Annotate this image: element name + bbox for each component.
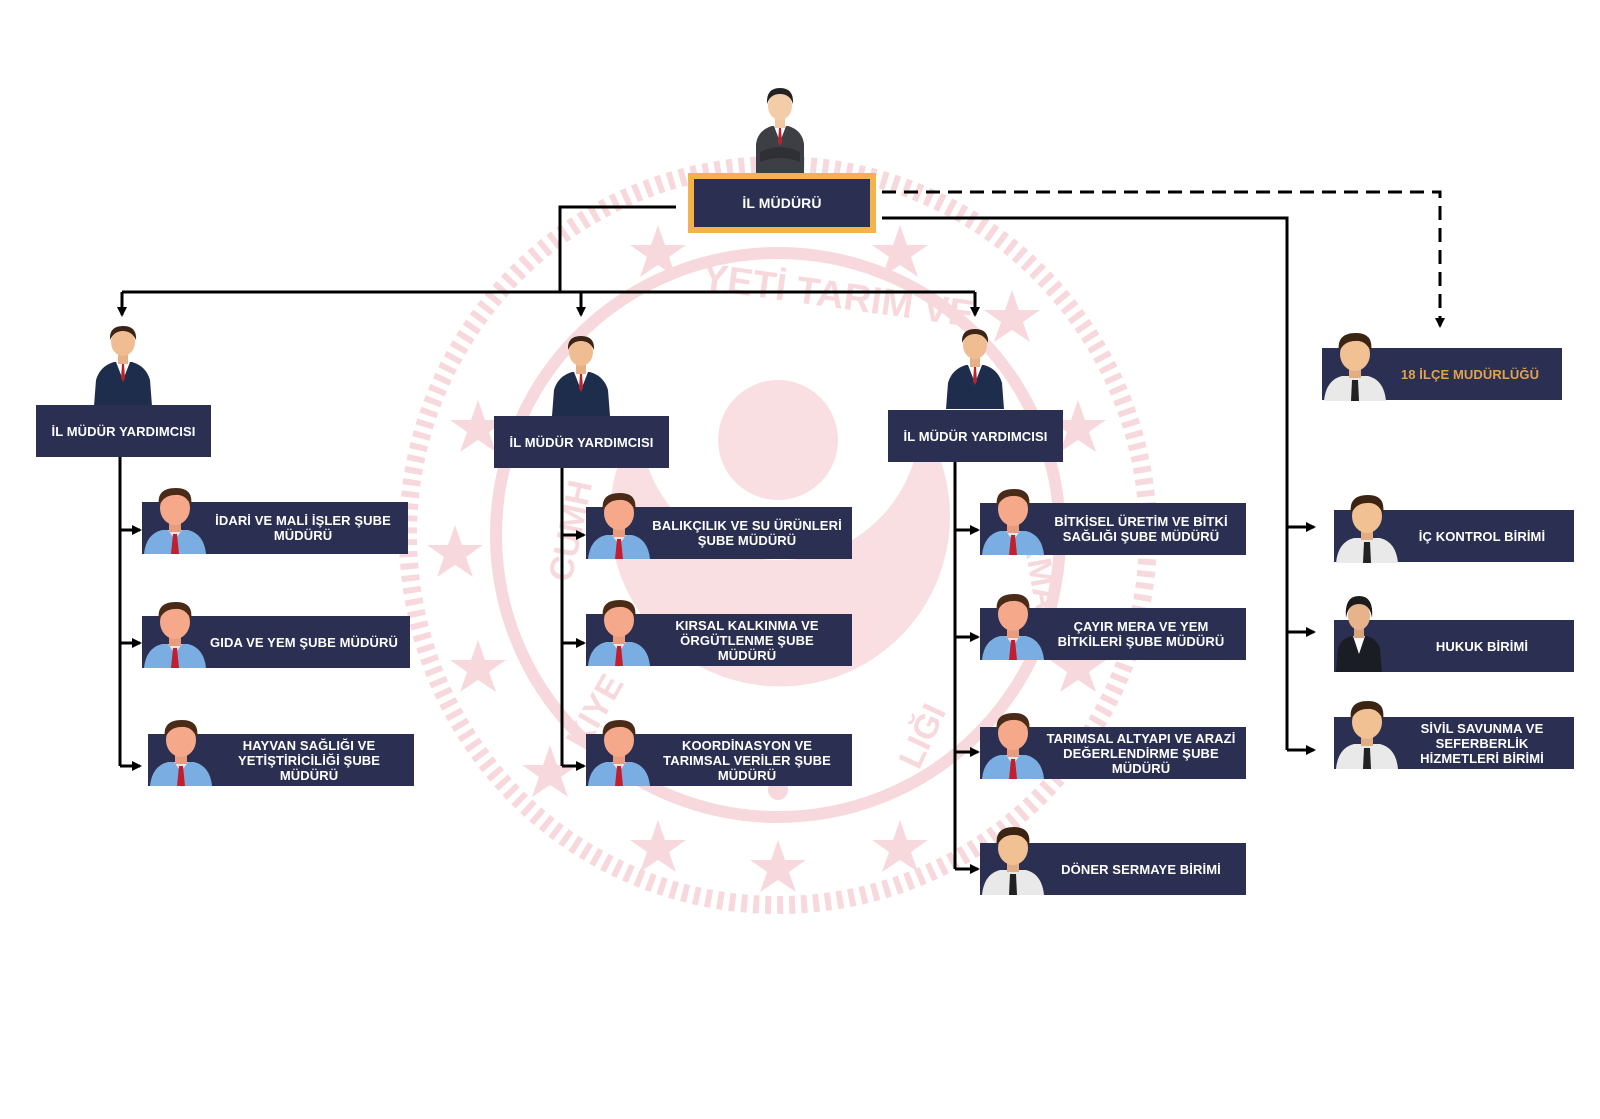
staff-white-shirt-icon xyxy=(1336,495,1398,563)
unit-label: BALIKÇILIK VE SU ÜRÜNLERİ ŞUBE MÜDÜRÜ xyxy=(652,518,842,548)
deputy-box-3: İL MÜDÜR YARDIMCISI xyxy=(888,410,1063,462)
unit-box: TARIMSAL ALTYAPI VE ARAZİ DEĞERLENDİRME … xyxy=(980,727,1246,779)
unit-label: KOORDİNASYON VE TARIMSAL VERİLER ŞUBE MÜ… xyxy=(663,737,831,783)
staff-blue-shirt-icon xyxy=(144,488,206,554)
unit-label: ÇAYIR MERA VE YEM BİTKİLERİ ŞUBE MÜDÜRÜ xyxy=(1057,619,1225,649)
unit-label: BİTKİSEL ÜRETİM VE BİTKİ SAĞLIĞI ŞUBE MÜ… xyxy=(1054,514,1228,544)
district-label: 18 İLÇE MUDÜRLÜĞÜ xyxy=(1400,366,1540,382)
deputy-label-3: İL MÜDÜR YARDIMCISI xyxy=(903,428,1048,444)
unit-label: İDARİ VE MALİ İŞLER ŞUBE MÜDÜRÜ xyxy=(215,513,391,543)
deputy-label-1: İL MÜDÜR YARDIMCISI xyxy=(51,423,196,439)
direct-unit-label: İÇ KONTROL BİRİMİ xyxy=(1418,528,1546,544)
direct-unit-label: HUKUK BİRİMİ xyxy=(1435,638,1529,654)
staff-blue-shirt-icon xyxy=(588,493,650,559)
deputy-box-2: İL MÜDÜR YARDIMCISI xyxy=(494,416,669,468)
lawyer-female-icon xyxy=(1336,596,1382,672)
unit-label: DÖNER SERMAYE BİRİMİ xyxy=(1061,861,1221,877)
deputy-suit-icon xyxy=(946,329,1004,409)
deputy-box-1: İL MÜDÜR YARDIMCISI xyxy=(36,405,211,457)
top-manager-box: İL MÜDÜRÜ xyxy=(688,173,876,233)
staff-white-shirt-icon xyxy=(982,827,1044,895)
staff-white-shirt-icon xyxy=(1336,701,1398,769)
deputy-suit-icon xyxy=(552,336,610,416)
top-manager-label: İL MÜDÜRÜ xyxy=(742,194,822,211)
connector-top-to-district-dashed xyxy=(882,190,1445,328)
deputy-label-2: İL MÜDÜR YARDIMCISI xyxy=(509,434,654,450)
unit-label: GIDA VE YEM ŞUBE MÜDÜRÜ xyxy=(210,634,398,650)
unit-label: HAYVAN SAĞLIĞI VE YETİŞTİRİCİLİĞİ ŞUBE M… xyxy=(237,737,381,783)
staff-white-shirt-icon xyxy=(1324,333,1386,401)
deputy-suit-icon xyxy=(94,326,152,406)
staff-blue-shirt-icon xyxy=(982,594,1044,660)
unit-label: TARIMSAL ALTYAPI VE ARAZİ DEĞERLENDİRME … xyxy=(1046,730,1236,776)
staff-blue-shirt-icon xyxy=(982,489,1044,555)
unit-label: KIRSAL KALKINMA VE ÖRGÜTLENME ŞUBE MÜDÜR… xyxy=(675,617,819,663)
staff-blue-shirt-icon xyxy=(982,713,1044,779)
connector-top-to-branch xyxy=(558,205,676,292)
staff-blue-shirt-icon xyxy=(144,602,206,668)
staff-blue-shirt-icon xyxy=(588,720,650,786)
direct-unit-label: SİVİL SAVUNMA VE SEFERBERLİK HİZMETLERİ … xyxy=(1420,720,1544,766)
staff-blue-shirt-icon xyxy=(150,720,212,786)
staff-blue-shirt-icon xyxy=(588,600,650,666)
manager-suit-arms-crossed-icon xyxy=(756,88,804,178)
connector-top-to-direct xyxy=(882,216,1289,750)
